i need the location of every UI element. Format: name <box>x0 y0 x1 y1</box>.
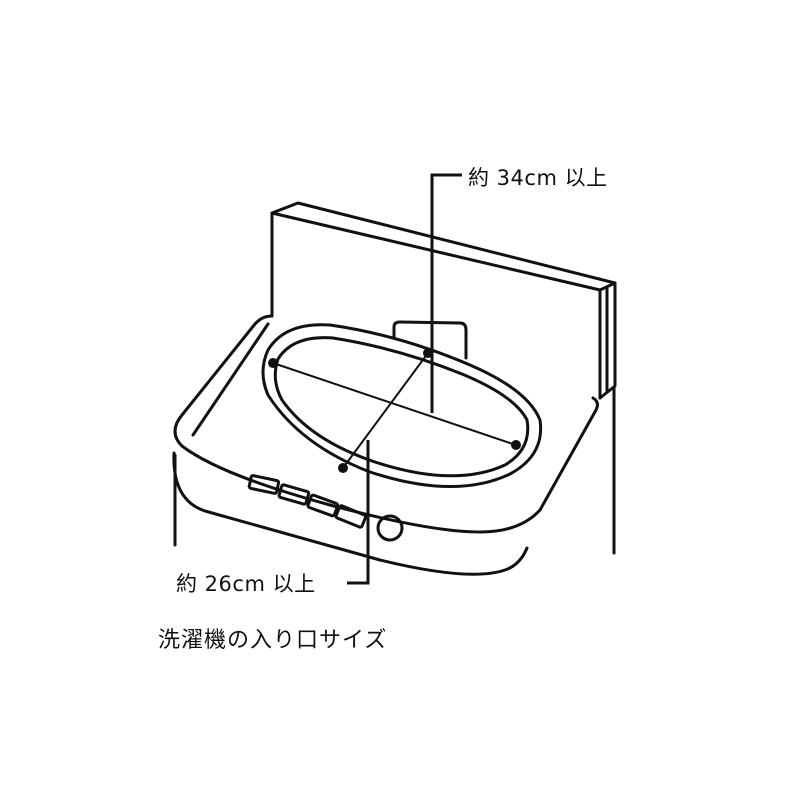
measure-points <box>268 348 521 473</box>
measure-point <box>268 358 278 368</box>
control-button <box>306 493 340 518</box>
dial-knob <box>376 514 404 542</box>
width-measure-line <box>272 362 517 446</box>
width-leader-line <box>347 440 370 585</box>
measurement-lines <box>272 173 517 585</box>
control-panel <box>247 474 404 542</box>
measure-point <box>423 348 433 358</box>
back-panel <box>270 201 617 400</box>
depth-measurement-label: 約 34cm 以上 <box>468 166 608 190</box>
lid-opening <box>261 323 543 488</box>
top-deck <box>172 314 616 576</box>
measure-point <box>511 440 521 450</box>
control-button <box>247 474 281 495</box>
control-button <box>334 504 368 529</box>
control-button <box>277 483 311 506</box>
diagram-caption: 洗濯機の入り口サイズ <box>158 628 388 653</box>
depth-measure-line <box>342 352 429 469</box>
width-measurement-label: 約 26cm 以上 <box>176 572 316 596</box>
depth-leader-line <box>430 173 462 413</box>
lid-hinge-tab <box>392 320 468 360</box>
measure-point <box>338 463 348 473</box>
